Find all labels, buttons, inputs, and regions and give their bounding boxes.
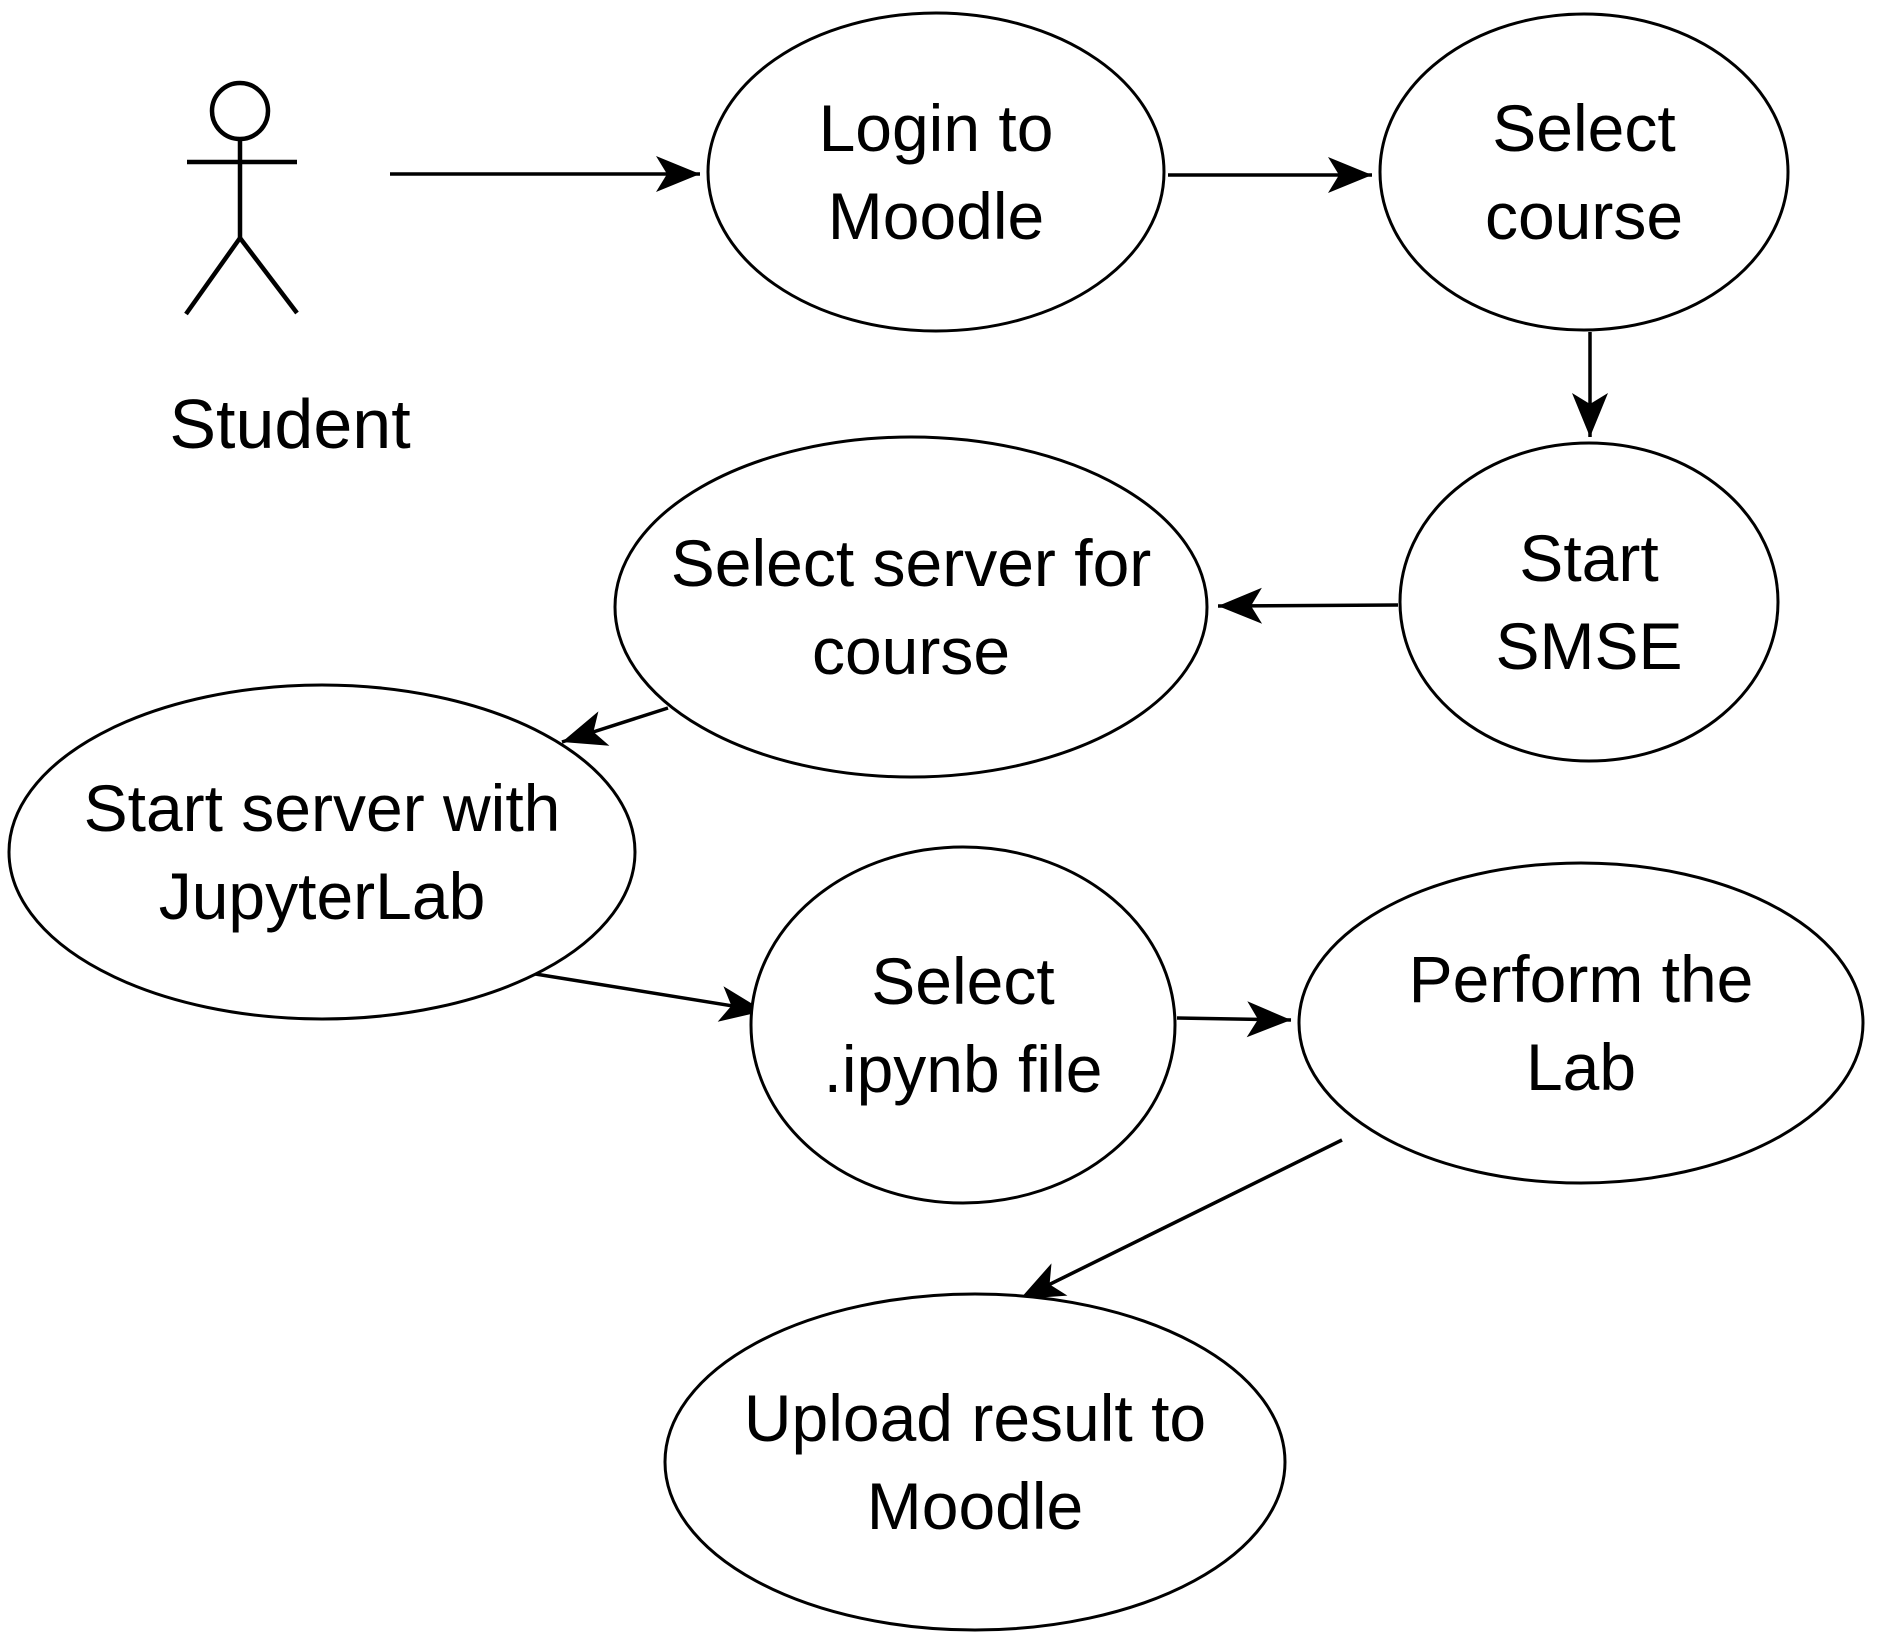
usecase-start-server-jupyterlab — [7, 683, 637, 1021]
arrow-server-to-jlab — [561, 706, 669, 746]
usecase-start-smse-label-line: Start — [1519, 521, 1658, 595]
usecase-login-to-moodle-label: Login to Moodle — [819, 91, 1054, 253]
usecase-perform-the-lab — [1297, 861, 1865, 1185]
usecase-select-course — [1378, 12, 1790, 332]
usecase-start-smse — [1398, 441, 1780, 763]
arrow-jlab-to-ipynb — [522, 970, 765, 1022]
usecase-select-ipynb-file-label-line: .ipynb file — [824, 1032, 1103, 1106]
usecase-select-ipynb-file — [749, 845, 1177, 1205]
usecase-start-server-jupyterlab-label-line: Start server with — [84, 771, 561, 845]
usecase-start-server-jupyterlab-label-line: JupyterLab — [159, 859, 486, 933]
usecase-upload-result-to-moodle-label: Upload result to Moodle — [744, 1381, 1206, 1543]
usecase-login-to-moodle-label-line: Login to — [819, 91, 1054, 165]
usecase-perform-the-lab-label-line: Lab — [1526, 1030, 1636, 1104]
usecase-select-server-for-course — [613, 435, 1209, 779]
usecase-upload-result-to-moodle-label-line: Moodle — [867, 1469, 1083, 1543]
actor-right-leg — [238, 236, 299, 315]
usecase-select-server-for-course-label-line: course — [812, 614, 1010, 688]
usecase-upload-result-to-moodle — [663, 1292, 1287, 1632]
usecase-select-course-label-line: Select — [1492, 91, 1675, 165]
actor-student-label: Student — [169, 385, 410, 463]
usecase-upload-result-to-moodle-label-line: Upload result to — [744, 1381, 1206, 1455]
arrow-perform-to-upload — [1019, 1138, 1343, 1301]
usecase-login-to-moodle-label-line: Moodle — [828, 179, 1044, 253]
usecase-select-ipynb-file-label: Select .ipynb file — [824, 944, 1103, 1106]
usecase-perform-the-lab-label-line: Perform the — [1409, 942, 1754, 1016]
actor-student-figure — [184, 80, 299, 316]
usecase-select-server-for-course-label: Select server for course — [671, 526, 1152, 688]
usecase-select-course-label-line: course — [1485, 179, 1683, 253]
arrow-smse-to-server — [1217, 587, 1399, 624]
usecase-select-course-label: Select course — [1485, 91, 1683, 253]
usecase-select-ipynb-file-label-line: Select — [871, 944, 1054, 1018]
actor-left-leg — [184, 236, 242, 316]
usecase-start-smse-label-line: SMSE — [1495, 609, 1682, 683]
actor-head — [209, 80, 271, 142]
usecase-select-server-for-course-label-line: Select server for — [671, 526, 1152, 600]
usecase-login-to-moodle — [706, 11, 1166, 333]
arrow-ipynb-to-perform — [1176, 1001, 1292, 1038]
